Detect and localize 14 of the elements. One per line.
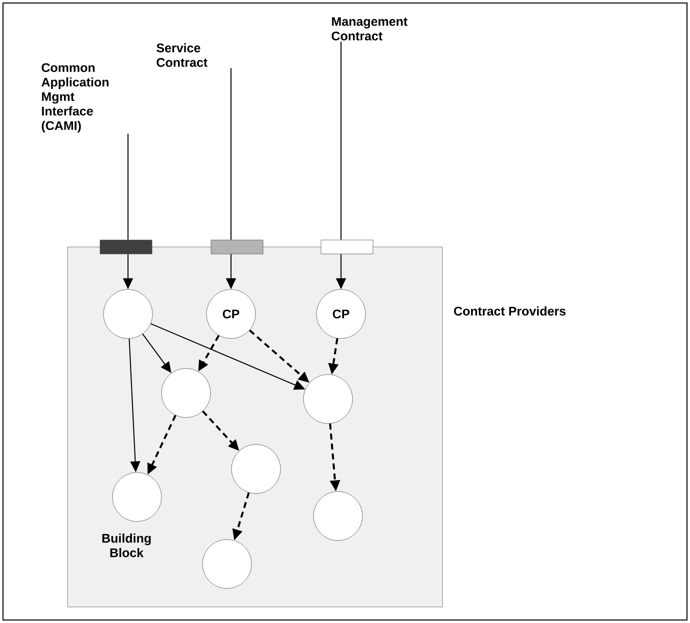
interface-label: Management Contract <box>332 17 408 40</box>
component-circle <box>303 374 353 424</box>
component-circle <box>112 472 162 522</box>
component-circle <box>231 444 281 494</box>
interface-label: Service Contract <box>156 43 208 67</box>
component-circle <box>202 539 252 589</box>
label: Contract Providers <box>454 306 566 316</box>
component-circle <box>313 491 363 541</box>
interface-box <box>210 240 264 254</box>
interface-label: Common Application Mgmt Interface (CAMI) <box>42 63 108 132</box>
component-circle <box>103 289 153 339</box>
component-circle <box>161 368 211 418</box>
interface-box <box>320 240 374 254</box>
interface-box <box>100 240 152 254</box>
